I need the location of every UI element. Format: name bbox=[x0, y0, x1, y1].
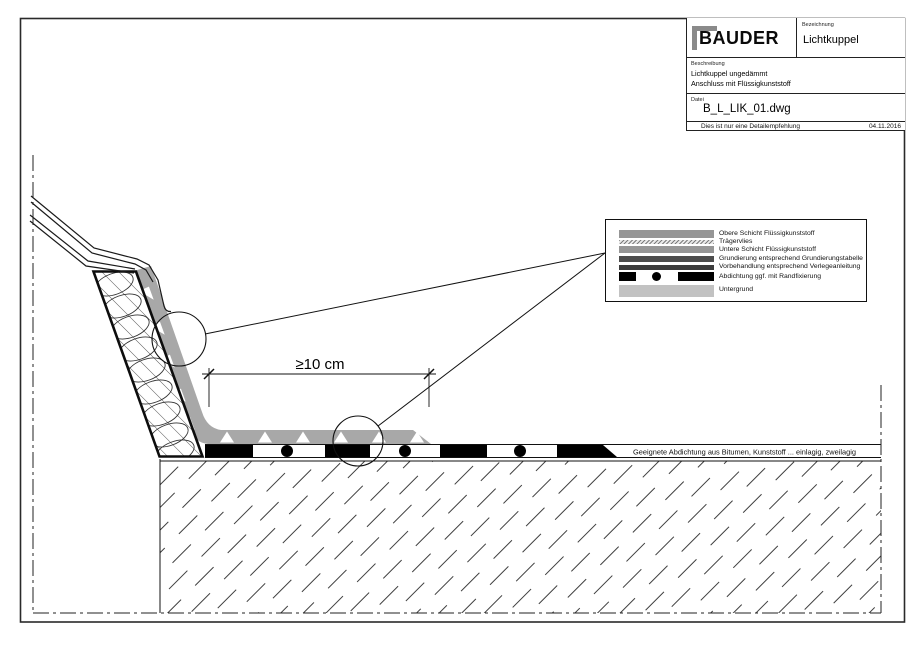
membrane-band-bg bbox=[205, 444, 881, 458]
membrane-segment bbox=[325, 445, 370, 457]
disclaimer-text: Dies ist nur eine Detailempfehlung bbox=[701, 123, 800, 130]
legend-label: Abdichtung ggf. mit Randfixierung bbox=[719, 272, 822, 280]
leader-line-upstand bbox=[204, 252, 606, 335]
detail-circle-field bbox=[332, 415, 384, 467]
dimension-text: ≥10 cm bbox=[295, 356, 344, 373]
date-text: 04.11.2016 bbox=[868, 123, 901, 130]
membrane-note: Geeignete Abdichtung aus Bitumen, Kunsts… bbox=[633, 448, 856, 457]
legend-swatch-abdichtung bbox=[619, 272, 714, 281]
concrete-hatch bbox=[160, 461, 881, 613]
dome-outer-shell-line2 bbox=[30, 201, 154, 283]
legend-swatch-obere-schicht bbox=[619, 230, 714, 238]
bezeichnung-label: Bezeichnung bbox=[802, 22, 834, 28]
sheet-border bbox=[19, 17, 906, 623]
file-name: B_L_LIK_01.dwg bbox=[703, 103, 791, 115]
title-block: BAUDER Bezeichnung Lichtkuppel Beschreib… bbox=[686, 18, 905, 131]
datei-label: Datei bbox=[691, 97, 704, 103]
logo-cell: BAUDER bbox=[687, 18, 797, 57]
legend-label: Untergrund bbox=[719, 286, 754, 293]
legend-fastener-dot bbox=[652, 272, 661, 281]
fastener-dot bbox=[281, 445, 293, 457]
logo-bar-horizontal bbox=[692, 26, 717, 31]
leader-line-field bbox=[377, 252, 606, 427]
legend-swatch-grundierung bbox=[619, 255, 714, 262]
bezeichnung-cell: Bezeichnung Lichtkuppel bbox=[797, 18, 905, 57]
legend-label: Untere Schicht Flüssigkunststoff bbox=[719, 246, 816, 253]
dimension-10cm: ≥10 cm bbox=[202, 356, 436, 407]
legend-label: Trägervlies bbox=[719, 238, 753, 245]
disclaimer-row: Dies ist nur eine Detailempfehlung 04.11… bbox=[687, 121, 905, 131]
legend-swatch-traegervlies bbox=[619, 240, 714, 244]
membrane-segment bbox=[205, 445, 253, 457]
section-cut-lines bbox=[32, 155, 882, 614]
detail-callouts bbox=[151, 252, 606, 467]
datei-cell: Datei B_L_LIK_01.dwg bbox=[687, 93, 905, 122]
substrate-concrete bbox=[159, 459, 881, 613]
logo-bar-vertical bbox=[692, 26, 697, 50]
bitumen-membrane: Geeignete Abdichtung aus Bitumen, Kunsts… bbox=[205, 444, 881, 458]
fastener-dot bbox=[399, 445, 411, 457]
membrane-segment bbox=[440, 445, 487, 457]
legend-swatch-window bbox=[636, 272, 678, 281]
detail-circle-upstand bbox=[151, 311, 207, 367]
membrane-segment-tapered bbox=[557, 445, 617, 457]
beschreibung-line1: Lichtkuppel ungedämmt bbox=[691, 69, 768, 78]
legend-label: Vorbehandlung entsprechend Verlegeanleit… bbox=[719, 262, 861, 270]
beschreibung-line2: Anschluss mit Flüssigkunststoff bbox=[691, 78, 791, 88]
drawing-title: Lichtkuppel bbox=[803, 34, 859, 46]
beschreibung-text: Lichtkuppel ungedämmt Anschluss mit Flüs… bbox=[691, 69, 791, 88]
beschreibung-label: Beschreibung bbox=[691, 61, 725, 67]
dome-inner-shell-line2 bbox=[29, 220, 135, 274]
dimension-tick-right bbox=[423, 368, 435, 380]
dimension-tick-left bbox=[203, 368, 215, 380]
title-block-row-header: BAUDER Bezeichnung Lichtkuppel bbox=[687, 18, 905, 57]
legend-label: Obere Schicht Flüssigkunststoff bbox=[719, 230, 815, 237]
beschreibung-cell: Beschreibung Lichtkuppel ungedämmt Ansch… bbox=[687, 57, 905, 94]
legend-label: Grundierung entsprechend Grundierungstab… bbox=[719, 254, 863, 262]
legend-box: Obere Schicht Flüssigkunststoff Trägervl… bbox=[605, 219, 867, 302]
legend-swatch-vorbehandlung bbox=[619, 264, 714, 270]
dome-outer-shell-line1 bbox=[30, 195, 172, 313]
bauder-logo: BAUDER bbox=[692, 26, 792, 52]
legend-swatch-untere-schicht bbox=[619, 246, 714, 253]
logo-text: BAUDER bbox=[699, 28, 780, 48]
fastener-dot bbox=[514, 445, 526, 457]
skylight-dome bbox=[29, 195, 172, 313]
dome-inner-shell-line1 bbox=[29, 214, 136, 270]
legend-swatch-untergrund bbox=[619, 285, 714, 297]
